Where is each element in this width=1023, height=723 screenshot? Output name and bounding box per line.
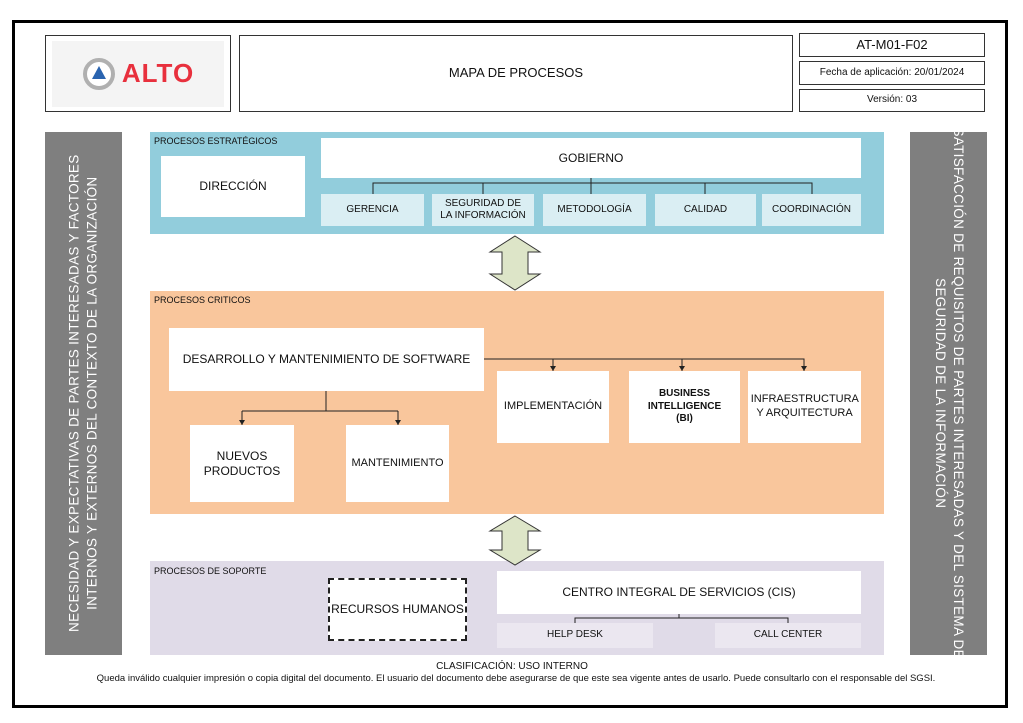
support-label: PROCESOS DE SOPORTE: [154, 566, 267, 576]
recursos-humanos-box: RECURSOS HUMANOS: [328, 578, 467, 641]
bi-box: BUSINESS INTELLIGENCE (BI): [629, 371, 740, 443]
page-border: [12, 20, 1008, 708]
gerencia-box: GERENCIA: [321, 194, 424, 226]
mantenimiento-box: MANTENIMIENTO: [346, 425, 449, 502]
application-date: Fecha de aplicación: 20/01/2024: [799, 61, 985, 85]
calidad-box: CALIDAD: [655, 194, 756, 226]
alto-logo: ALTO: [52, 40, 224, 107]
help-desk-box: HELP DESK: [497, 623, 653, 648]
double-arrow-icon: [488, 235, 542, 291]
logo-icon: [82, 57, 115, 90]
document-title: MAPA DE PROCESOS: [239, 35, 793, 112]
logo-text: ALTO: [121, 58, 195, 89]
classification: CLASIFICACIÓN: USO INTERNO: [436, 661, 588, 672]
gobierno-connectors: [372, 178, 813, 194]
double-arrow-icon: [488, 515, 542, 566]
arrowheads: [239, 366, 807, 425]
gobierno-box: GOBIERNO: [321, 138, 861, 178]
call-center-box: CALL CENTER: [715, 623, 861, 648]
nuevos-productos-box: NUEVOS PRODUCTOS: [190, 425, 294, 502]
critical-label: PROCESOS CRITICOS: [154, 295, 251, 305]
metodologia-box: METODOLOGÍA: [543, 194, 646, 226]
validity-notice: Queda inválido cualquier impresión o cop…: [96, 673, 936, 684]
coordinacion-box: COORDINACIÓN: [762, 194, 861, 226]
strategic-label: PROCESOS ESTRATÉGICOS: [154, 136, 278, 146]
implementacion-box: IMPLEMENTACIÓN: [497, 371, 609, 443]
desarrollo-connectors: [241, 358, 805, 425]
desarrollo-box: DESARROLLO Y MANTENIMIENTO DE SOFTWARE: [169, 328, 484, 391]
logo-box: ALTO: [45, 35, 231, 112]
cis-connectors: [574, 614, 789, 623]
left-context-bar: NECESIDAD Y EXPECTATIVAS DE PARTES INTER…: [45, 132, 122, 655]
seguridad-box: SEGURIDAD DE LA INFORMACIÓN: [432, 194, 534, 226]
infraestructura-box: INFRAESTRUCTURA Y ARQUITECTURA: [748, 371, 861, 443]
version: Versión: 03: [799, 89, 985, 112]
cis-box: CENTRO INTEGRAL DE SERVICIOS (CIS): [497, 571, 861, 614]
document-code: AT-M01-F02: [799, 33, 985, 57]
right-satisfaction-bar: SATISFACCIÓN DE REQUISITOS DE PARTES INT…: [910, 128, 987, 659]
direccion-box: DIRECCIÓN: [161, 156, 305, 217]
